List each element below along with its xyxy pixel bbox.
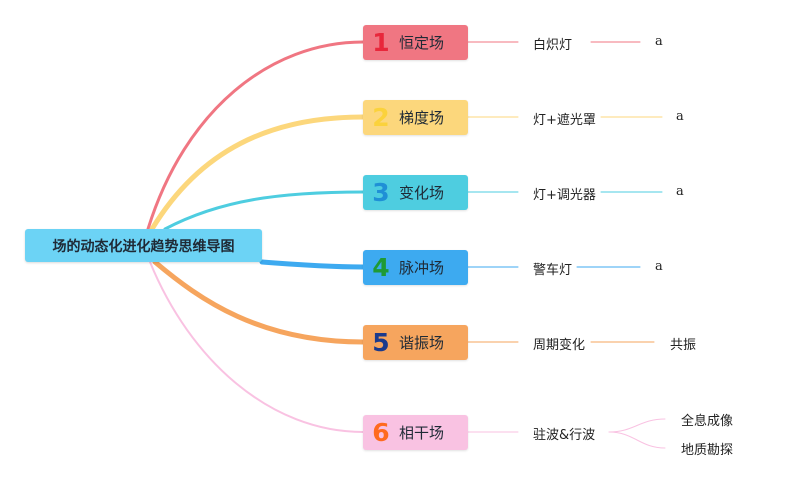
branch-subtopic[interactable]: 灯+调光器 (533, 188, 596, 203)
branch-connector (146, 40, 365, 231)
branch-number: 2 (372, 103, 390, 132)
leaf-topic[interactable]: 全息成像 (681, 414, 734, 429)
branch-topic-1[interactable]: 1 恒定场 (363, 25, 468, 60)
leaf-connector (608, 431, 666, 449)
branch-topic-3[interactable]: 3 变化场 (363, 175, 468, 210)
branch-subtopic[interactable]: 驻波&行波 (533, 428, 596, 443)
leaf-topic[interactable]: a (655, 34, 663, 49)
branch-subtopic[interactable]: 白炽灯 (533, 38, 573, 53)
branch-topic-4[interactable]: 4 脉冲场 (363, 250, 468, 285)
branch-label: 变化场 (399, 184, 445, 202)
root-topic[interactable]: 场的动态化进化趋势思维导图 (25, 229, 262, 262)
branch-connector (259, 259, 366, 270)
leaf-topic[interactable]: 地质勘探 (681, 443, 734, 458)
branch-label: 相干场 (399, 424, 445, 442)
branch-connector (149, 261, 364, 433)
branch-label: 脉冲场 (399, 259, 445, 277)
branch-number: 4 (372, 253, 390, 282)
leaf-connector (608, 418, 666, 433)
branch-topic-2[interactable]: 2 梯度场 (363, 100, 468, 135)
branch-label: 梯度场 (399, 109, 445, 127)
branch-topic-5[interactable]: 5 谐振场 (363, 325, 468, 360)
branch-subtopic[interactable]: 灯+遮光罩 (533, 113, 596, 128)
leaf-topic[interactable]: a (655, 259, 663, 274)
branch-subtopic[interactable]: 警车灯 (533, 263, 573, 278)
branch-connector (149, 114, 366, 232)
leaf-topic[interactable]: a (676, 184, 684, 199)
leaf-topic[interactable]: 共振 (670, 338, 697, 353)
branch-connector (163, 190, 365, 231)
branch-label: 恒定场 (399, 34, 445, 52)
branch-topic-6[interactable]: 6 相干场 (363, 415, 468, 450)
root-topic-label: 场的动态化进化趋势思维导图 (52, 238, 235, 255)
branch-connector (152, 259, 366, 345)
branch-number: 5 (372, 328, 390, 357)
leaf-topic[interactable]: a (676, 109, 684, 124)
branch-subtopic[interactable]: 周期变化 (533, 338, 586, 353)
branch-number: 3 (372, 178, 390, 207)
branch-number: 1 (372, 28, 390, 57)
branch-number: 6 (372, 418, 390, 447)
branch-label: 谐振场 (399, 334, 445, 352)
